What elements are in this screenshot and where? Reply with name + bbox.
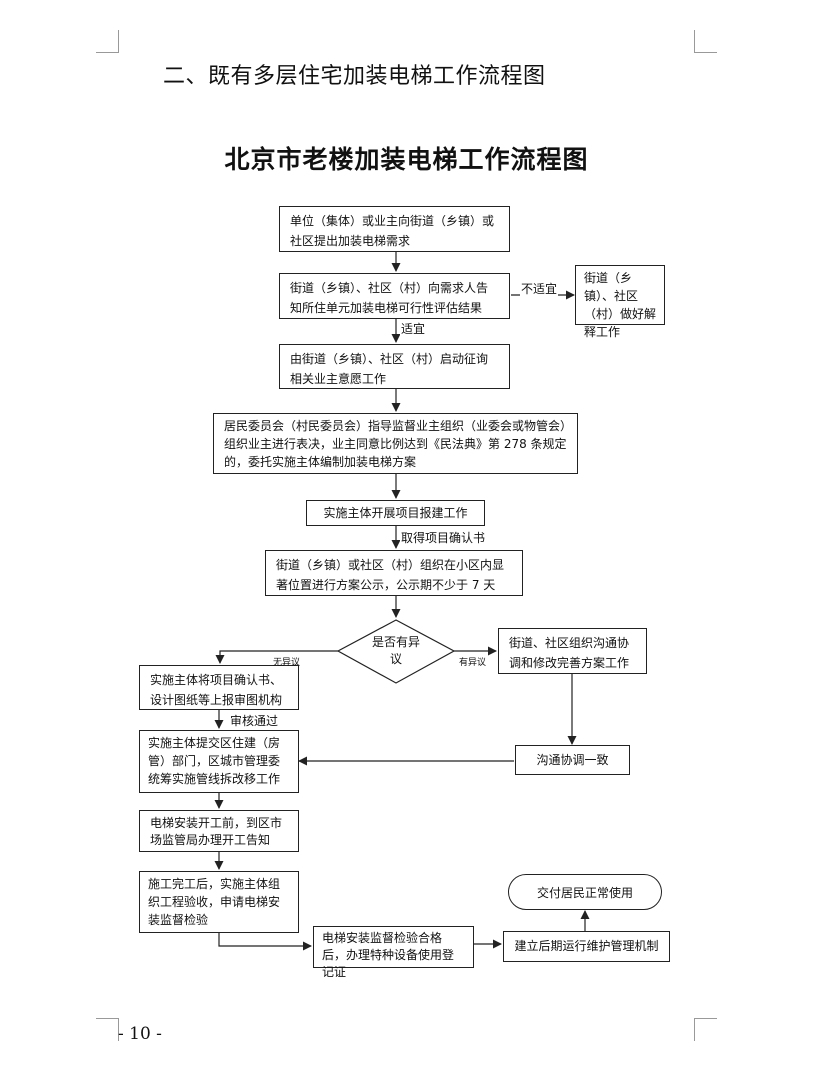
step-maintenance-mechanism: 建立后期运行维护管理机制: [503, 931, 670, 962]
diagram-title: 北京市老楼加装电梯工作流程图: [224, 145, 589, 174]
step-feasibility-result: 街道（乡镇）、社区（村）向需求人告知所住单元加装电梯可行性评估结果: [279, 273, 510, 319]
step-explanation: 街道（乡镇）、社区（村）做好解释工作: [575, 265, 665, 339]
step-registration-certificate: 电梯安装监督检验合格后，办理特种设备使用登记证: [313, 926, 474, 979]
page-number: - 10 -: [118, 1024, 162, 1044]
edge-label-suitable: 适宜: [400, 320, 427, 337]
edge-label-not-suitable: 不适宜: [520, 280, 559, 297]
step-handover-residents: 交付居民正常使用: [508, 874, 662, 910]
edge-label-has-objection: 有异议: [459, 658, 487, 668]
step-submit-review: 实施主体将项目确认书、设计图纸等上报审图机构: [139, 665, 299, 710]
step-public-notice: 街道（乡镇）或社区（村）组织在小区内显著位置进行方案公示，公示期不少于 7 天: [265, 550, 523, 596]
decision-diamond: [336, 619, 456, 684]
edge-label-obtain-confirmation: 取得项目确认书: [400, 529, 487, 546]
step-project-filing: 实施主体开展项目报建工作: [306, 500, 485, 526]
step-market-notice: 电梯安装开工前，到区市场监管局办理开工告知: [139, 810, 299, 852]
arrow-left4-bottom-mid: [218, 933, 312, 951]
step-owner-vote: 居民委员会（村民委员会）指导监督业主组织（业委会或物管会）组织业主进行表决，业主…: [213, 413, 578, 474]
crop-mark-bottom-left: [96, 1018, 119, 1041]
step-coordination-agreed: 沟通协调一致: [515, 745, 630, 775]
crop-mark-top-right: [694, 30, 717, 53]
step-housing-department: 实施主体提交区住建（房管）部门，区城市管理委统筹实施管线拆改移工作: [139, 730, 299, 793]
section-heading: 二、既有多层住宅加装电梯工作流程图: [163, 64, 546, 89]
step-consult-owners: 由街道（乡镇）、社区（村）启动征询相关业主意愿工作: [279, 344, 510, 389]
decision-label: 是否有异议: [371, 635, 420, 666]
crop-mark-top-left: [96, 30, 119, 53]
edge-label-review-passed: 审核通过: [229, 712, 280, 729]
crop-mark-bottom-right: [694, 1018, 717, 1041]
step-acceptance-inspection: 施工完工后，实施主体组织工程验收，申请电梯安装监督检验: [139, 871, 299, 933]
edge-label-no-objection: 无异议: [273, 658, 301, 668]
step-coordinate-revise: 街道、社区组织沟通协调和修改完善方案工作: [498, 628, 647, 674]
arrow-decision-left1: [215, 650, 338, 664]
step-submit-request: 单位（集体）或业主向街道（乡镇）或社区提出加装电梯需求: [279, 206, 510, 252]
